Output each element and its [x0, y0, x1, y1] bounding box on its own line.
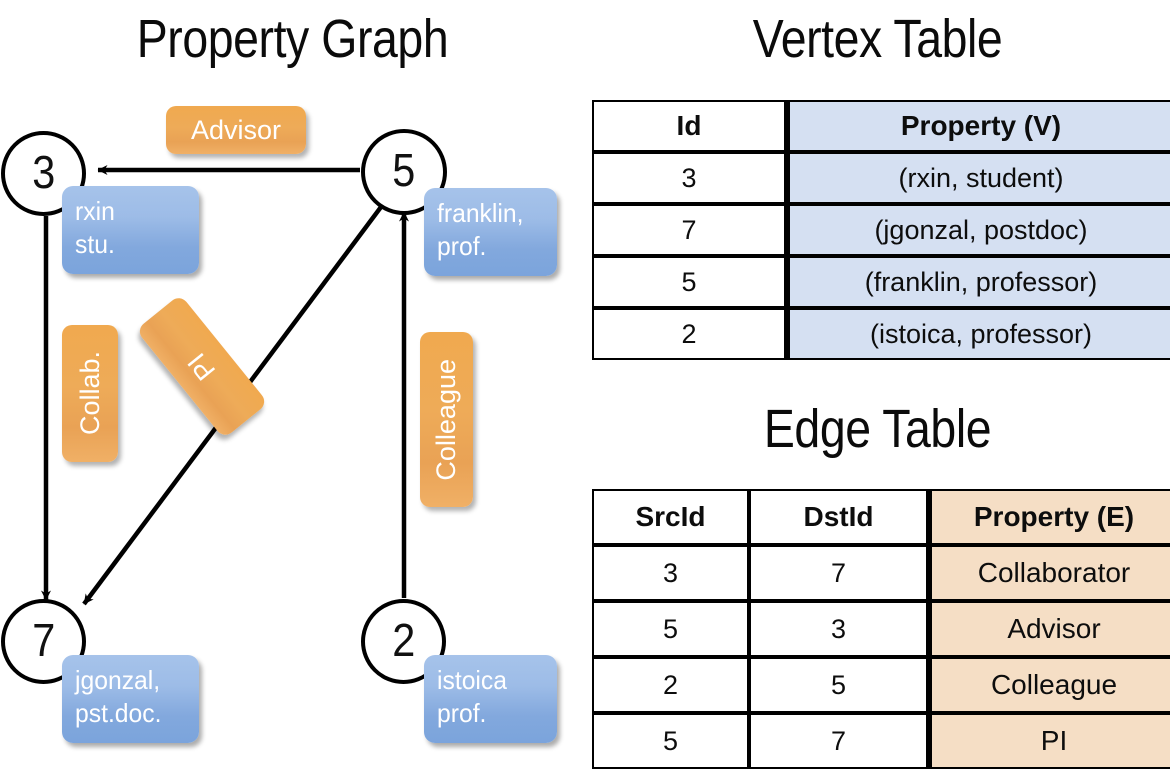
node-property-line: rxin: [75, 196, 115, 226]
vertex-table-col-property: Property (V): [786, 100, 1170, 152]
node-property-box-istoica[interactable]: istoica prof.: [424, 655, 557, 743]
vertex-cell-id: 2: [592, 308, 786, 360]
node-property-line: prof.: [437, 231, 487, 262]
edge-cell-srcid: 5: [592, 713, 749, 769]
edge-cell-dstid: 7: [749, 713, 928, 769]
edge-table-col-dstid: DstId: [749, 489, 928, 545]
table-row: 5 7 PI: [592, 713, 1170, 769]
edge-cell-srcid: 2: [592, 657, 749, 713]
edge-table-header-row: SrcId DstId Property (E): [592, 489, 1170, 545]
edge-label-colleague[interactable]: Colleague: [420, 332, 473, 507]
graph-node-7-label: 7: [31, 613, 56, 666]
node-property-box-rxin[interactable]: rxin stu.: [62, 186, 199, 274]
node-property-line: prof.: [437, 698, 487, 729]
edge-cell-property: PI: [928, 713, 1170, 769]
edge-label-colleague-text: Colleague: [431, 358, 461, 481]
edge-cell-srcid: 5: [592, 601, 749, 657]
graph-node-3-label: 3: [31, 145, 56, 198]
vertex-cell-id: 5: [592, 256, 786, 308]
table-row: 7 (jgonzal, postdoc): [592, 204, 1170, 256]
edge-cell-dstid: 5: [749, 657, 928, 713]
table-row: 3 (rxin, student): [592, 152, 1170, 204]
edge-cell-property: Collaborator: [928, 545, 1170, 601]
node-property-line: istoica: [437, 665, 508, 695]
edge-label-pi-text: PI: [181, 347, 222, 387]
edge-table: SrcId DstId Property (E) 3 7 Collaborato…: [592, 489, 1170, 769]
edge-table-col-property: Property (E): [928, 489, 1170, 545]
edge-label-advisor-text: Advisor: [190, 114, 282, 145]
graph-node-2-label: 2: [391, 613, 416, 666]
edge-cell-property: Colleague: [928, 657, 1170, 713]
page-title-vertex-table: Vertex Table: [752, 9, 1003, 69]
vertex-cell-property: (jgonzal, postdoc): [786, 204, 1170, 256]
page-title-edge-table: Edge Table: [763, 399, 992, 459]
edge-cell-property: Advisor: [928, 601, 1170, 657]
table-row: 3 7 Collaborator: [592, 545, 1170, 601]
table-row: 5 3 Advisor: [592, 601, 1170, 657]
page-title-property-graph: Property Graph: [136, 9, 449, 69]
vertex-cell-property: (rxin, student): [786, 152, 1170, 204]
table-row: 5 (franklin, professor): [592, 256, 1170, 308]
node-property-box-franklin[interactable]: franklin, prof.: [424, 188, 557, 276]
vertex-cell-property: (istoica, professor): [786, 308, 1170, 360]
edge-label-collab-text: Collab.: [74, 351, 105, 436]
property-graph-diagram: 3 5 7 2 rxin stu. franklin, prof. jgonza…: [0, 0, 585, 760]
vertex-cell-id: 3: [592, 152, 786, 204]
edge-cell-dstid: 3: [749, 601, 928, 657]
node-property-line: stu.: [75, 229, 115, 260]
vertex-cell-id: 7: [592, 204, 786, 256]
graph-node-5-label: 5: [392, 144, 416, 196]
node-property-box-jgonzal[interactable]: jgonzal, pst.doc.: [62, 655, 199, 743]
table-row: 2 5 Colleague: [592, 657, 1170, 713]
graph-node-2[interactable]: 2: [361, 599, 446, 684]
edge-table-col-srcid: SrcId: [592, 489, 749, 545]
vertex-table-col-id: Id: [592, 100, 786, 152]
edge-label-advisor[interactable]: Advisor: [166, 106, 306, 154]
node-property-line: jgonzal,: [75, 665, 161, 695]
node-property-line: pst.doc.: [75, 698, 162, 729]
vertex-table: Id Property (V) 3 (rxin, student) 7 (jgo…: [592, 100, 1170, 360]
graph-node-5[interactable]: 5: [361, 129, 447, 215]
vertex-table-header-row: Id Property (V): [592, 100, 1170, 152]
edge-cell-dstid: 7: [749, 545, 928, 601]
edge-label-collab[interactable]: Collab.: [62, 325, 118, 462]
vertex-cell-property: (franklin, professor): [786, 256, 1170, 308]
node-property-line: franklin,: [437, 198, 524, 228]
edge-cell-srcid: 3: [592, 545, 749, 601]
table-row: 2 (istoica, professor): [592, 308, 1170, 360]
